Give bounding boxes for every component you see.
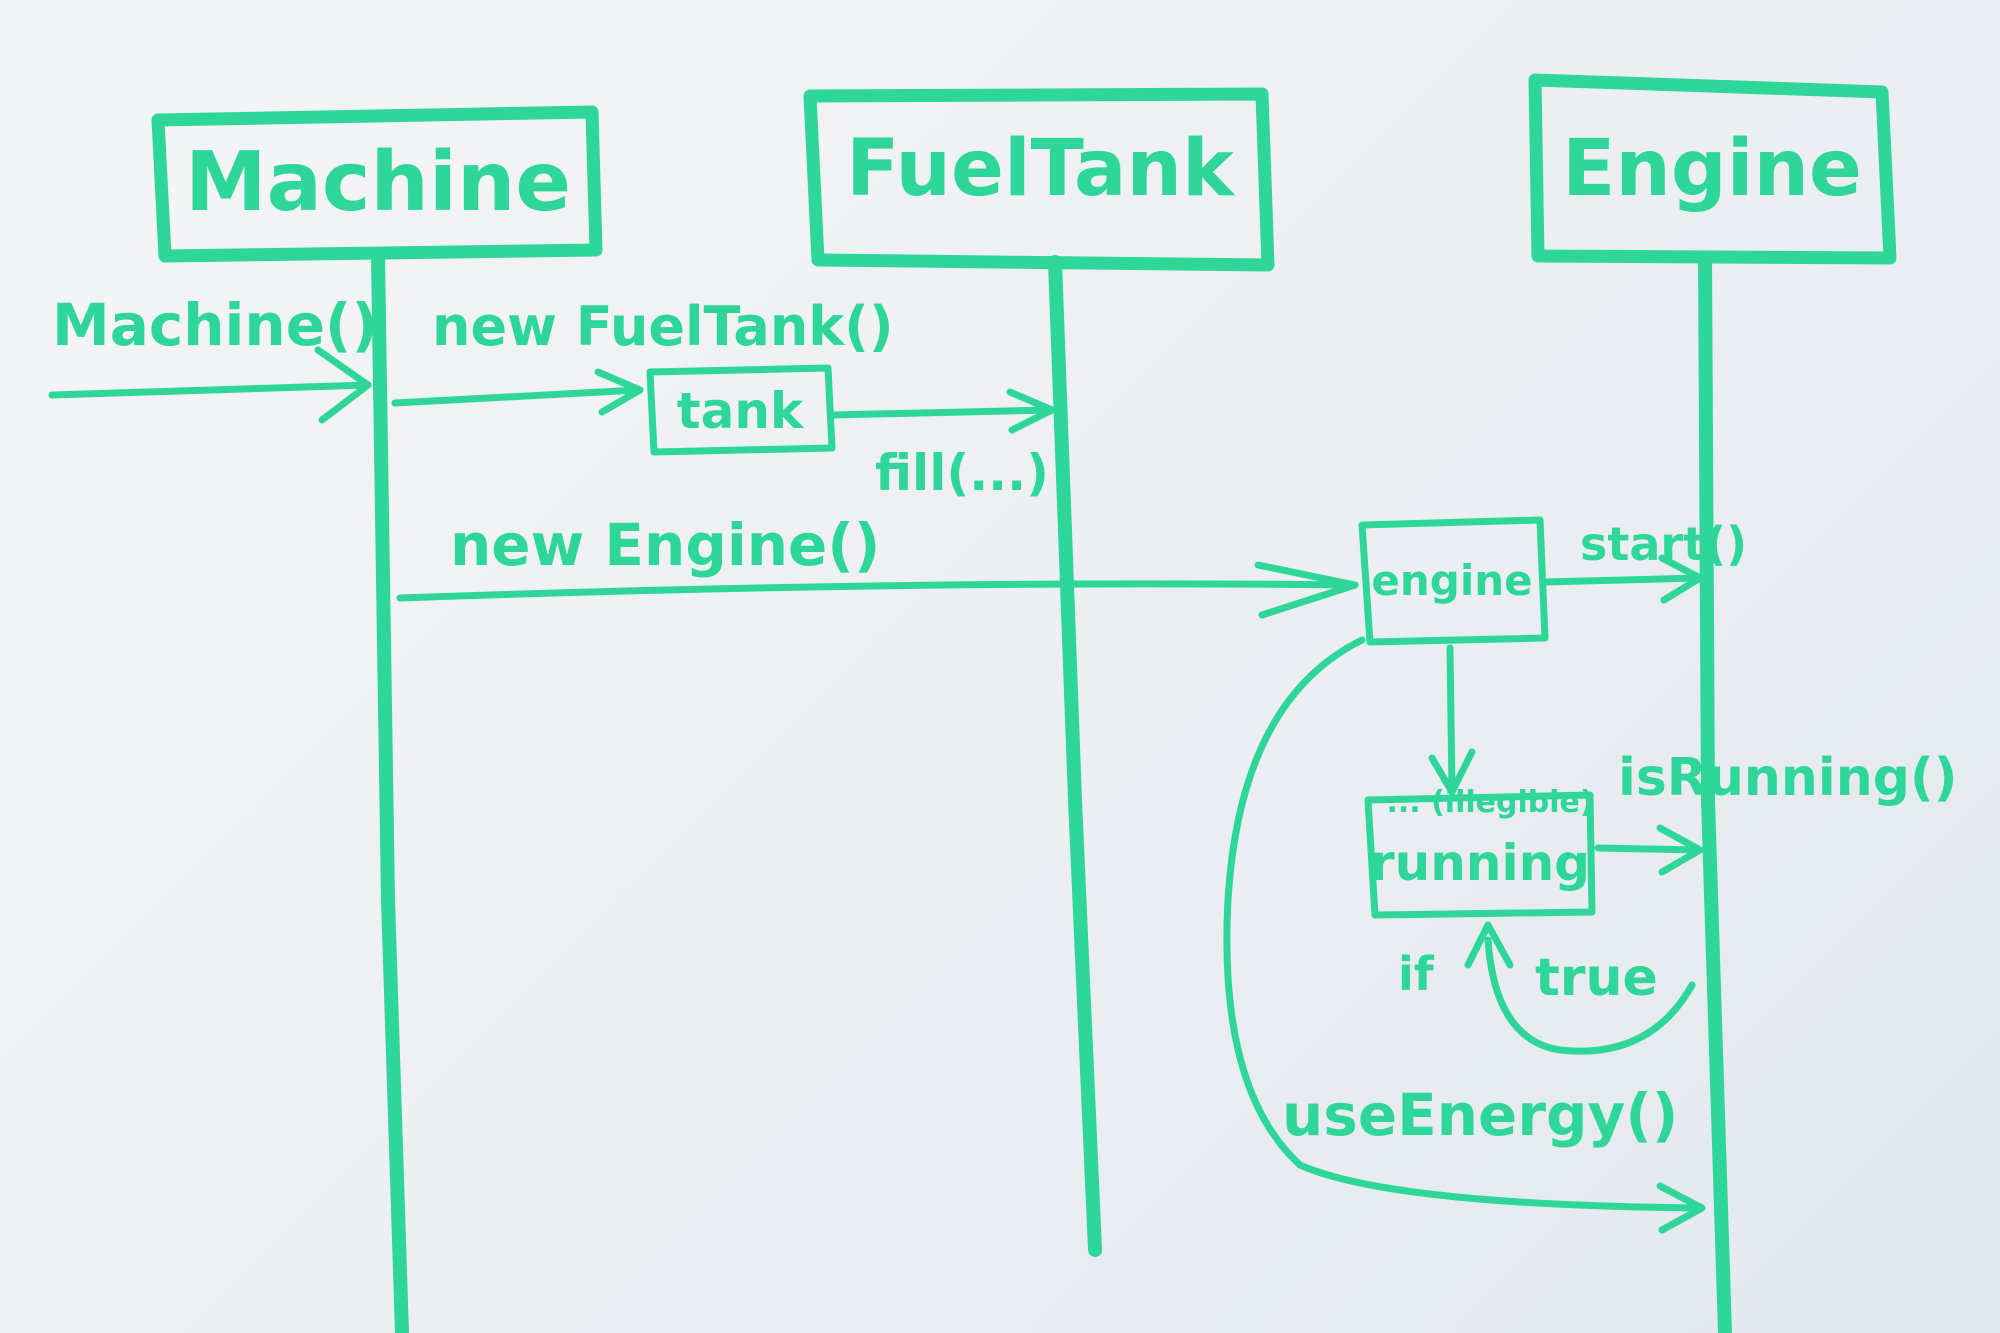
participant-machine-label: Machine xyxy=(185,135,571,230)
object-engine: engine xyxy=(1358,516,1549,646)
participant-fueltank-label: FuelTank xyxy=(846,124,1236,214)
object-running: ... (illegible) running xyxy=(1364,785,1596,919)
message-fill-label: fill(...) xyxy=(875,444,1049,502)
message-constructor: Machine() xyxy=(48,291,378,424)
object-running-label: running xyxy=(1370,834,1590,892)
message-start-label: start() xyxy=(1580,517,1747,571)
message-new-fueltank-label: new FuelTank() xyxy=(432,295,894,358)
message-use-energy-label: useEnergy() xyxy=(1282,1081,1678,1149)
message-isrunning-label: isRunning() xyxy=(1618,748,1957,808)
message-new-engine: new Engine() xyxy=(396,511,1359,619)
object-running-note: ... (illegible) xyxy=(1386,785,1593,820)
message-fill: fill(...) xyxy=(828,388,1056,502)
object-tank-label: tank xyxy=(677,382,805,440)
message-new-engine-label: new Engine() xyxy=(450,511,880,579)
participant-machine: Machine xyxy=(151,105,603,263)
loop-if-true: if true xyxy=(1398,921,1696,1055)
message-use-energy: useEnergy() xyxy=(1223,636,1706,1234)
lifeline-engine xyxy=(1698,251,1732,1333)
arrow-engine-to-running-head xyxy=(1428,748,1476,796)
arrow-engine-to-running xyxy=(1446,644,1456,794)
message-new-fueltank: new FuelTank() xyxy=(391,295,894,416)
lifeline-fueltank xyxy=(1048,255,1102,1257)
object-tank: tank xyxy=(646,364,836,456)
message-isrunning: isRunning() xyxy=(1594,748,1957,876)
participant-fueltank: FuelTank xyxy=(803,87,1275,272)
message-constructor-label: Machine() xyxy=(52,291,378,359)
participant-engine: Engine xyxy=(1528,73,1897,265)
loop-if-label: if xyxy=(1398,947,1435,1001)
loop-true-label: true xyxy=(1535,948,1658,1008)
message-start: start() xyxy=(1541,517,1747,604)
participant-engine-label: Engine xyxy=(1562,124,1862,214)
lifeline-machine xyxy=(371,249,409,1333)
object-engine-label: engine xyxy=(1371,556,1532,605)
